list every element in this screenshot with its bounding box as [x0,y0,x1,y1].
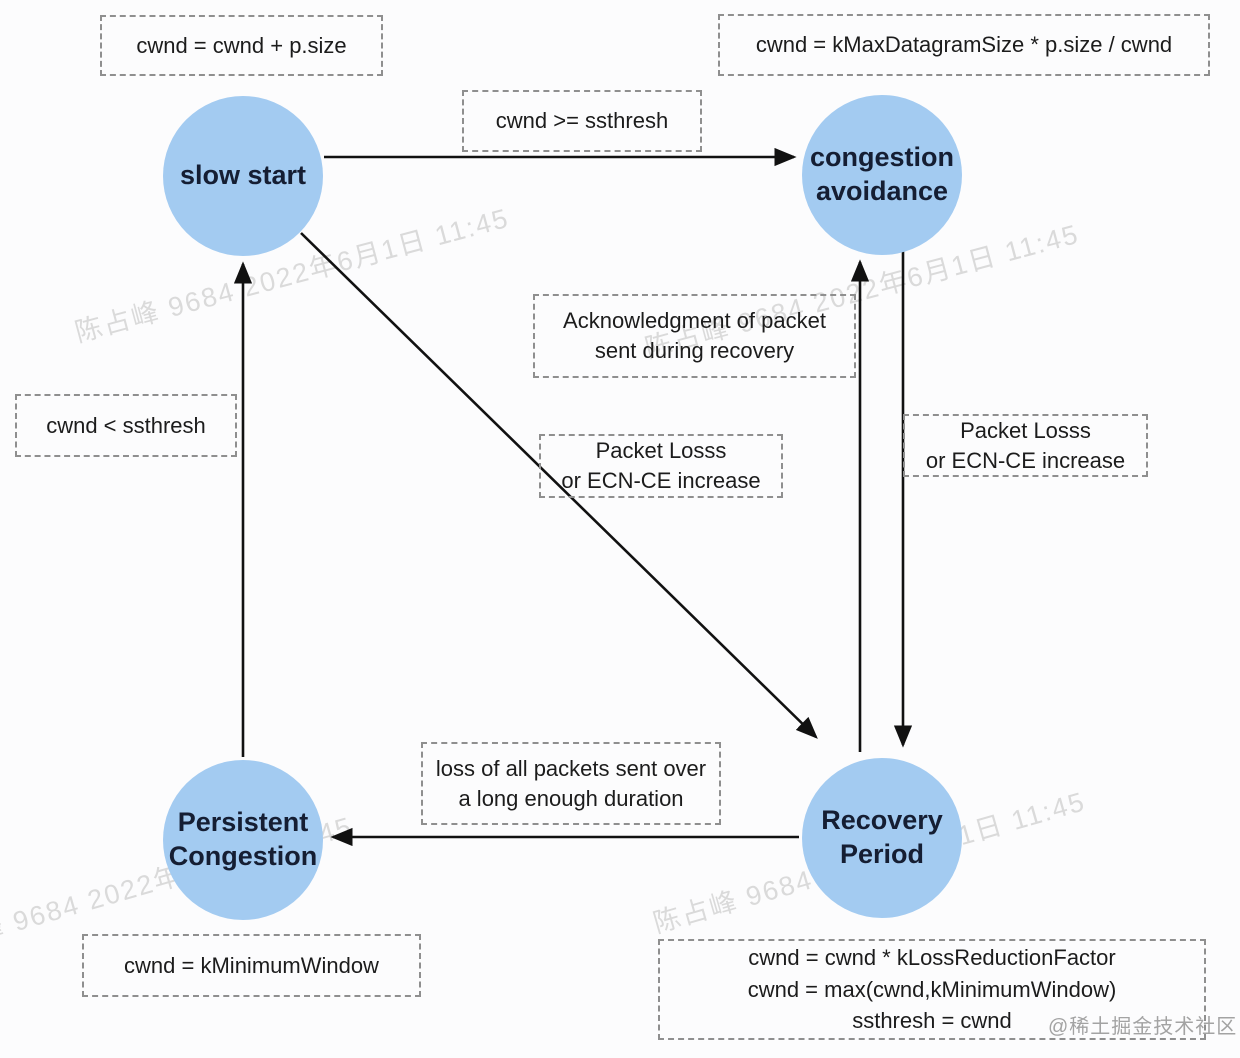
condition-line: cwnd >= ssthresh [495,108,669,134]
condition-box-cwnd-ge-ssthresh: cwnd >= ssthresh [462,90,702,152]
state-node-congestion-avoidance: congestion avoidance [802,95,962,255]
state-label: slow start [179,160,307,191]
formula-box-recovery-period: cwnd = cwnd * kLossReductionFactor cwnd … [658,939,1206,1040]
watermark-credit: @稀土掘金技术社区 [1048,1016,1238,1038]
condition-line: Acknowledgment of packet [563,308,826,334]
state-label-line: avoidance [815,176,949,206]
state-label-line: Period [839,839,925,869]
condition-line: Packet Losss [960,417,1091,443]
condition-line: or ECN-CE increase [561,468,761,493]
state-node-persistent-congestion: Persistent Congestion [163,760,323,920]
formula-box-slow-start: cwnd = cwnd + p.size [100,15,383,76]
formula-line: cwnd = kMaxDatagramSize * p.size / cwnd [755,32,1173,58]
formula-line: cwnd = cwnd * kLossReductionFactor [748,944,1116,970]
formula-line: cwnd = cwnd + p.size [136,32,347,58]
formula-line: cwnd = max(cwnd,kMinimumWindow) [747,976,1117,1002]
formula-box-persistent-congestion: cwnd = kMinimumWindow [82,934,421,997]
condition-line: cwnd < ssthresh [46,412,206,438]
state-label-line: Congestion [168,841,318,871]
state-label-line: Persistent [177,807,309,838]
state-node-slow-start: slow start [163,96,323,256]
state-label-line: Recovery [821,805,943,836]
condition-box-cwnd-lt-ssthresh: cwnd < ssthresh [15,394,237,457]
condition-line: Packet Losss [595,438,727,464]
state-node-recovery-period: Recovery Period [802,758,962,918]
formula-line: cwnd = kMinimumWindow [124,952,379,978]
formula-box-congestion-avoidance: cwnd = kMaxDatagramSize * p.size / cwnd [718,14,1210,76]
condition-box-loss-all-packets: loss of all packets sent over a long eno… [421,742,721,825]
state-label-line: congestion [809,142,954,173]
condition-box-packet-loss-right: Packet Losss or ECN-CE increase [903,414,1148,477]
condition-line: sent during recovery [594,338,795,363]
condition-line: a long enough duration [458,785,684,811]
condition-box-ack-during-recovery: Acknowledgment of packet sent during rec… [533,294,856,378]
condition-box-packet-loss-middle: Packet Losss or ECN-CE increase [539,434,783,498]
condition-line: or ECN-CE increase [925,447,1126,473]
condition-line: loss of all packets sent over [435,755,707,781]
formula-line: ssthresh = cwnd [852,1008,1012,1034]
